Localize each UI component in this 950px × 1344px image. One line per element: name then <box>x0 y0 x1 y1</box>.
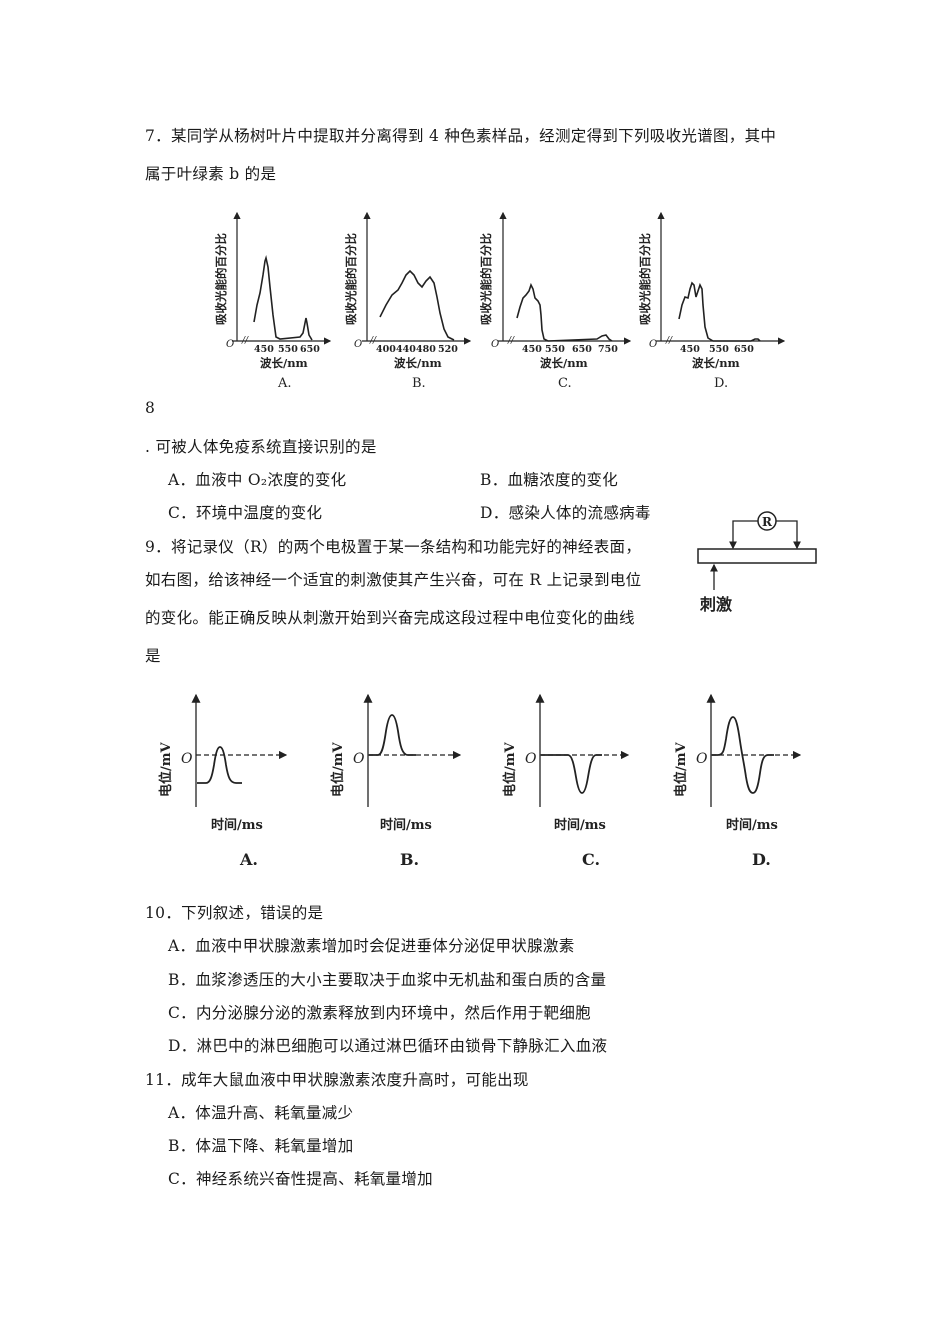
potential-d-caption: D. <box>752 850 771 869</box>
svg-text:650: 650 <box>300 344 320 355</box>
svg-text:O: O <box>696 751 708 767</box>
spectrum-b-ylabel: 吸收光能的百分比 <box>344 233 358 325</box>
q7-stem-line2: 属于叶绿素 b 的是 <box>145 165 277 183</box>
svg-text:O: O <box>525 751 537 767</box>
potential-a-ylabel: 电位/mV <box>158 741 174 797</box>
svg-text://: // <box>665 336 673 346</box>
q9-stem-line1: 9．将记录仪（R）的两个电极置于某一条结构和功能完好的神经表面， <box>145 538 642 556</box>
potential-a-xlabel: 时间/ms <box>211 817 263 833</box>
potential-c-xlabel: 时间/ms <box>554 817 606 833</box>
q9-stem-line2: 如右图，给该神经一个适宜的刺激使其产生兴奋，可在 R 上记录到电位 <box>145 571 642 589</box>
q11-stem: 11．成年大鼠血液中甲状腺激素浓度升高时，可能出现 <box>145 1071 529 1089</box>
q10-option-c: C．内分泌腺分泌的激素释放到内环境中，然后作用于靶细胞 <box>168 1004 591 1022</box>
q10-option-a: A．血液中甲状腺激素增加时会促进垂体分泌促甲状腺激素 <box>168 937 575 955</box>
svg-text:550: 550 <box>545 344 565 355</box>
svg-text:400: 400 <box>376 344 396 355</box>
svg-text:650: 650 <box>734 344 754 355</box>
potential-b-caption: B. <box>400 850 419 869</box>
svg-text:O: O <box>649 339 657 350</box>
potential-a-caption: A. <box>239 850 258 869</box>
svg-text://: // <box>369 336 377 346</box>
potential-chart-b: 电位/mV O 时间/ms B. <box>330 693 462 869</box>
spectrum-b-xlabel: 波长/nm <box>394 356 442 370</box>
svg-text:O: O <box>491 339 499 350</box>
spectrum-d-caption: D. <box>714 376 728 391</box>
spectrum-b-caption: B. <box>412 376 426 391</box>
svg-text:520: 520 <box>438 344 458 355</box>
q8-option-a: A．血液中 O₂浓度的变化 <box>168 471 347 489</box>
svg-text:650: 650 <box>572 344 592 355</box>
potential-chart-c: 电位/mV O 时间/ms C. <box>502 693 630 869</box>
potential-chart-d: 电位/mV O 时间/ms D. <box>673 693 802 869</box>
potential-chart-a: 电位/mV O 时间/ms A. <box>158 693 288 869</box>
q11-option-c: C．神经系统兴奋性提高、耗氧量增加 <box>168 1170 433 1188</box>
svg-text://: // <box>507 336 515 346</box>
spectrum-d-ylabel: 吸收光能的百分比 <box>638 233 652 325</box>
recorder-label: R <box>762 515 773 529</box>
q10-option-d: D．淋巴中的淋巴细胞可以通过淋巴循环由锁骨下静脉汇入血液 <box>168 1037 608 1055</box>
spectrum-c-ylabel: 吸收光能的百分比 <box>479 233 493 325</box>
potential-b-xlabel: 时间/ms <box>380 817 432 833</box>
q8-option-b: B．血糖浓度的变化 <box>480 471 619 489</box>
q8-number: 8 <box>145 399 156 417</box>
svg-text:450: 450 <box>522 344 542 355</box>
svg-text:440: 440 <box>396 344 416 355</box>
svg-text://: // <box>241 336 249 346</box>
svg-text:O: O <box>354 339 362 350</box>
nerve-recorder-diagram: R 刺激 <box>697 511 817 614</box>
spectrum-d-xlabel: 波长/nm <box>692 356 740 370</box>
potential-d-ylabel: 电位/mV <box>673 741 689 797</box>
spectrum-chart-d: // 吸收光能的百分比 O 450 550 650 波长/nm D. <box>638 211 786 391</box>
q8-option-d: D．感染人体的流感病毒 <box>480 504 651 522</box>
origin-label: O <box>226 339 234 350</box>
svg-text:450: 450 <box>680 344 700 355</box>
q7-stem-line1: 7．某同学从杨树叶片中提取并分离得到 4 种色素样品，经测定得到下列吸收光谱图，… <box>145 127 777 145</box>
svg-text:450: 450 <box>254 344 274 355</box>
spectrum-chart-a: // 吸收光能的百分比 O 450 550 650 波长/nm A. <box>214 211 332 391</box>
stimulus-label: 刺激 <box>699 595 732 614</box>
svg-text:O: O <box>181 751 193 767</box>
svg-text:550: 550 <box>278 344 298 355</box>
q10-option-b: B．血浆渗透压的大小主要取决于血浆中无机盐和蛋白质的含量 <box>168 971 607 989</box>
nerve-fiber <box>697 548 817 564</box>
q10-stem: 10．下列叙述，错误的是 <box>145 904 324 922</box>
svg-text:480: 480 <box>416 344 436 355</box>
potential-b-ylabel: 电位/mV <box>330 741 346 797</box>
potential-d-xlabel: 时间/ms <box>726 817 778 833</box>
q9-stem-line4: 是 <box>145 647 161 665</box>
potential-c-ylabel: 电位/mV <box>502 741 518 797</box>
spectrum-chart-c: // 吸收光能的百分比 O 450 550 650 750 波长/nm C. <box>479 211 632 391</box>
spectrum-a-xlabel: 波长/nm <box>260 356 308 370</box>
q8-option-c: C．环境中温度的变化 <box>168 504 323 522</box>
q11-option-b: B．体温下降、耗氧量增加 <box>168 1137 354 1155</box>
q11-option-a: A．体温升高、耗氧量减少 <box>168 1104 354 1122</box>
spectrum-a-ylabel: 吸收光能的百分比 <box>214 233 228 325</box>
spectrum-c-xlabel: 波长/nm <box>540 356 588 370</box>
svg-text:550: 550 <box>709 344 729 355</box>
spectrum-chart-b: // 吸收光能的百分比 O 400 440 480 520 波长/nm B. <box>344 211 472 391</box>
svg-text:O: O <box>353 751 365 767</box>
spectrum-c-caption: C. <box>558 376 572 391</box>
svg-text:750: 750 <box>598 344 618 355</box>
potential-c-caption: C. <box>582 850 600 869</box>
q8-stem: . 可被人体免疫系统直接识别的是 <box>145 438 377 456</box>
spectrum-a-caption: A. <box>277 376 292 391</box>
q9-stem-line3: 的变化。能正确反映从刺激开始到兴奋完成这段过程中电位变化的曲线 <box>145 609 635 627</box>
